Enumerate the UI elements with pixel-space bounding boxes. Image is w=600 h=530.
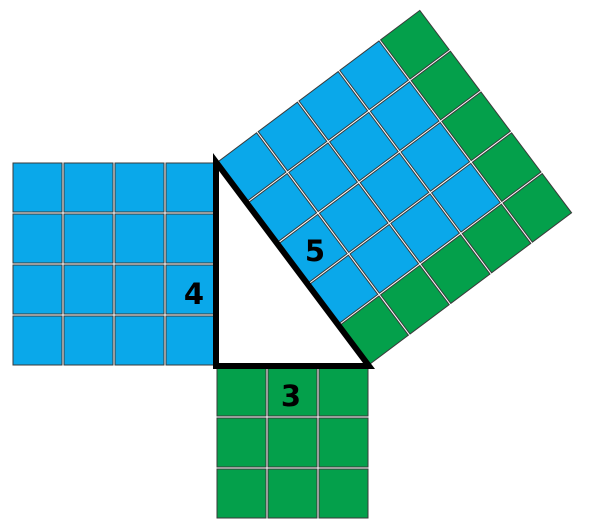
grid-cell [328,111,399,182]
grid-cell [379,9,450,80]
grid-cell [63,264,114,315]
grid-cell [359,152,430,223]
grid-cell [12,315,63,366]
grid-cell [114,315,165,366]
grid-cell [420,234,491,305]
grid-cell [114,162,165,213]
grid-cell [410,50,481,121]
grid-cell [349,223,420,294]
grid-cell [430,162,501,233]
grid-cell [267,417,318,468]
grid-cell [12,213,63,264]
grid-cell [63,213,114,264]
grid-cell [165,162,216,213]
grid-cell [165,213,216,264]
grid-cell [12,264,63,315]
label-side-5: 5 [305,234,325,268]
grid-cell [12,162,63,213]
label-side-4: 4 [184,277,204,311]
square-side-5 [216,9,573,366]
grid-cell [63,315,114,366]
grid-cell [216,468,267,519]
grid-cell [318,468,369,519]
grid-cell [318,183,389,254]
grid-cell [267,468,318,519]
grid-cell [441,91,512,162]
square-side-3 [216,366,369,519]
grid-cell [502,172,573,243]
grid-cell [400,121,471,192]
grid-cell [216,417,267,468]
grid-cell [318,366,369,417]
grid-cell [318,417,369,468]
grid-cell [63,162,114,213]
grid-cell [339,40,410,111]
right-triangle [213,153,375,369]
grid-cell [379,264,450,335]
grid-cell [114,213,165,264]
grid-cell [114,264,165,315]
grid-cell [216,366,267,417]
grid-cell [165,315,216,366]
grid-cell [461,203,532,274]
grid-cell [288,142,359,213]
label-side-3: 3 [281,379,301,413]
grid-cell [471,132,542,203]
grid-cell [298,70,369,141]
grid-cell [257,101,328,172]
grid-cell [390,193,461,264]
square-side-4 [12,162,216,366]
grid-cell [369,81,440,152]
